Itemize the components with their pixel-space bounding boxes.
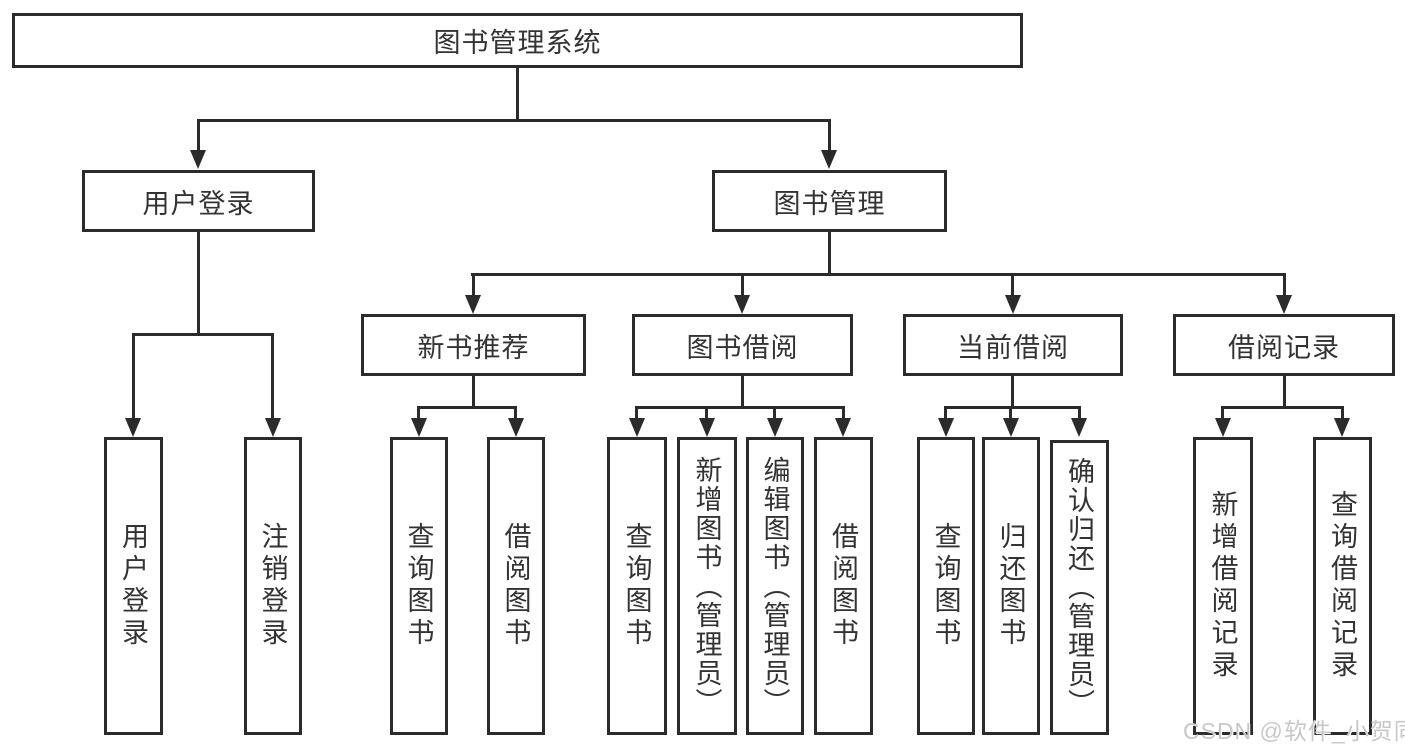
leaf-add-borrow-record: 新增借阅记录: [1193, 437, 1253, 735]
leaf-query-books-1: 查询图书: [390, 437, 448, 735]
leaf-label: 注销登录: [257, 522, 288, 650]
leaf-label: 归还图书: [995, 522, 1026, 650]
connector-line: [1341, 406, 1344, 420]
arrow-down-icon: [1276, 295, 1292, 314]
connector-line: [471, 273, 1285, 276]
arrow-down-icon: [835, 418, 851, 437]
leaf-confirm-return-admin: 确认归还（管理员）: [1050, 440, 1109, 735]
connector-line: [472, 376, 475, 407]
connector-line: [1011, 273, 1014, 297]
leaf-return-books: 归还图书: [982, 437, 1040, 735]
connector-line: [132, 333, 273, 336]
connector-line: [773, 406, 776, 420]
connector-line: [417, 406, 420, 420]
connector-line: [197, 232, 200, 335]
connector-line: [417, 406, 517, 409]
leaf-label: 确认归还（管理员）: [1064, 457, 1094, 718]
connector-line: [1009, 406, 1012, 420]
arrow-down-icon: [1071, 418, 1087, 437]
arrow-down-icon: [190, 150, 206, 169]
node-book-borrowing: 图书借阅: [632, 314, 853, 376]
leaf-label: 查询图书: [621, 522, 652, 650]
connector-line: [271, 333, 274, 420]
arrow-down-icon: [411, 418, 427, 437]
leaf-label: 查询图书: [403, 522, 434, 650]
arrow-down-icon: [699, 418, 715, 437]
arrow-down-icon: [821, 150, 837, 169]
leaf-query-books-3: 查询图书: [917, 437, 975, 735]
connector-line: [1221, 406, 1344, 409]
connector-line: [1283, 273, 1286, 297]
arrow-down-icon: [465, 295, 481, 314]
connector-line: [635, 406, 638, 420]
connector-line: [705, 406, 708, 420]
arrow-down-icon: [508, 418, 524, 437]
connector-line: [842, 406, 845, 420]
arrow-down-icon: [767, 418, 783, 437]
node-borrowing-records: 借阅记录: [1173, 314, 1395, 376]
leaf-label: 新增图书（管理员）: [691, 455, 722, 717]
connector-line: [472, 273, 475, 297]
leaf-label: 用户登录: [118, 522, 148, 650]
leaf-borrow-books-1: 借阅图书: [487, 437, 545, 735]
leaf-label: 查询借阅记录: [1327, 490, 1357, 682]
arrow-down-icon: [629, 418, 645, 437]
leaf-label: 借阅图书: [500, 522, 531, 650]
node-current-borrowing: 当前借阅: [903, 314, 1123, 376]
arrow-down-icon: [265, 418, 281, 437]
node-new-book-recommend: 新书推荐: [361, 314, 586, 376]
connector-line: [828, 119, 831, 151]
leaf-query-books-2: 查询图书: [607, 437, 667, 735]
connector-line: [197, 119, 200, 151]
leaf-add-books-admin: 新增图书（管理员）: [677, 437, 737, 735]
connector-line: [197, 119, 831, 122]
connector-line: [741, 273, 744, 297]
connector-line: [1221, 406, 1224, 420]
leaf-label: 编辑图书（管理员）: [759, 455, 790, 717]
leaf-borrow-books-2: 借阅图书: [814, 437, 873, 735]
leaf-query-borrow-record: 查询借阅记录: [1313, 437, 1372, 735]
leaf-edit-books-admin: 编辑图书（管理员）: [746, 437, 804, 735]
connector-line: [516, 68, 519, 121]
connector-line: [741, 376, 744, 407]
connector-line: [1011, 376, 1014, 407]
arrow-down-icon: [1003, 418, 1019, 437]
connector-line: [1078, 406, 1081, 420]
arrow-down-icon: [734, 295, 750, 314]
csdn-watermark: CSDN @软件_小贺同学: [1183, 718, 1405, 744]
connector-line: [944, 406, 947, 420]
leaf-logout: 注销登录: [244, 437, 302, 735]
leaf-label: 查询图书: [930, 522, 961, 650]
connector-line: [944, 406, 1081, 409]
arrow-down-icon: [1334, 418, 1350, 437]
leaf-label: 借阅图书: [828, 522, 858, 650]
node-user-login: 用户登录: [82, 170, 315, 232]
connector-line: [132, 333, 135, 420]
node-book-management: 图书管理: [712, 170, 947, 232]
connector-line: [514, 406, 517, 420]
leaf-user-login: 用户登录: [104, 437, 163, 735]
connector-line: [1283, 376, 1286, 407]
arrow-down-icon: [1005, 295, 1021, 314]
connector-line: [635, 406, 845, 409]
node-library-management-system: 图书管理系统: [12, 13, 1023, 68]
arrow-down-icon: [938, 418, 954, 437]
connector-line: [828, 232, 831, 276]
arrow-down-icon: [125, 418, 141, 437]
arrow-down-icon: [1215, 418, 1231, 437]
leaf-label: 新增借阅记录: [1207, 490, 1238, 682]
